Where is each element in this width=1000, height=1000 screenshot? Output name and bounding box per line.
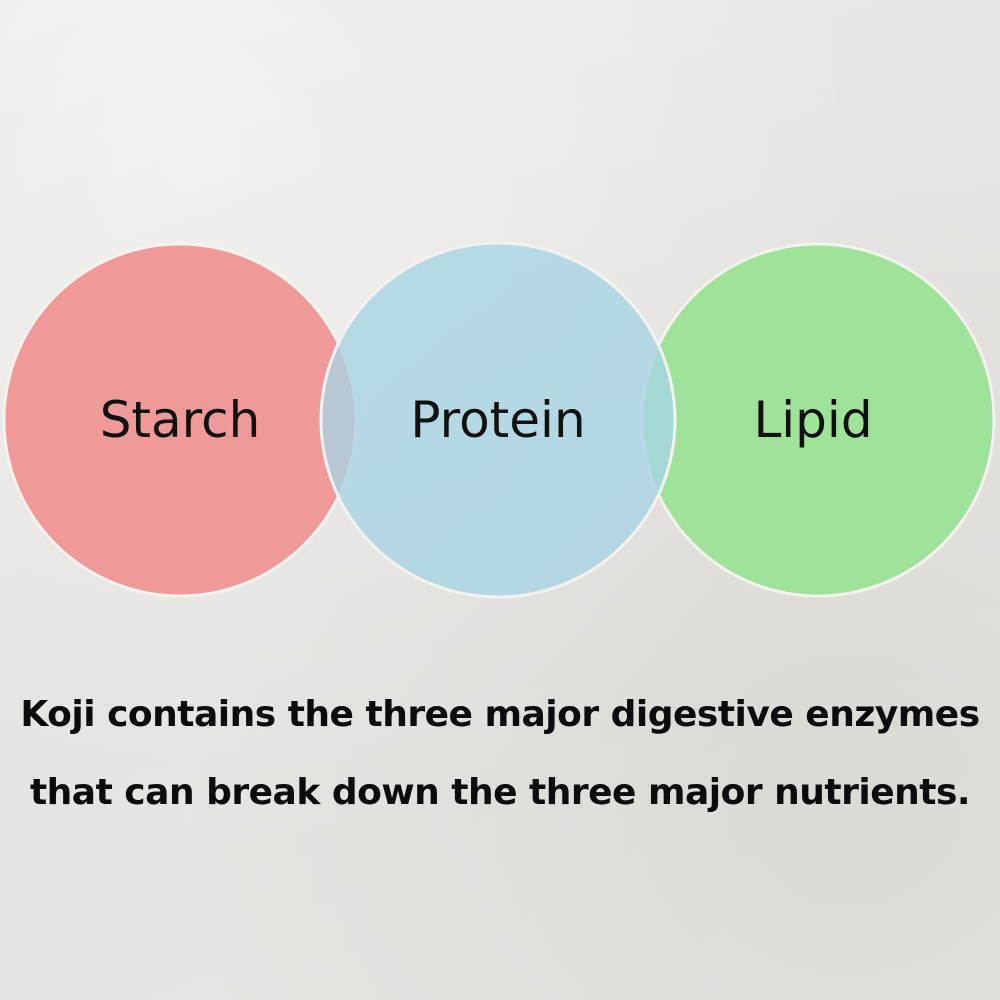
lipid-label: Lipid — [753, 391, 873, 449]
caption-line-2: that can break down the three major nutr… — [29, 772, 971, 813]
caption-line-1: Koji contains the three major digestive … — [20, 694, 980, 735]
protein-label: Protein — [410, 391, 586, 449]
venn-diagram: Starch Protein Lipid — [0, 240, 1000, 600]
protein-circle — [319, 241, 677, 599]
venn-circles — [2, 241, 996, 599]
starch-label: Starch — [99, 391, 261, 449]
